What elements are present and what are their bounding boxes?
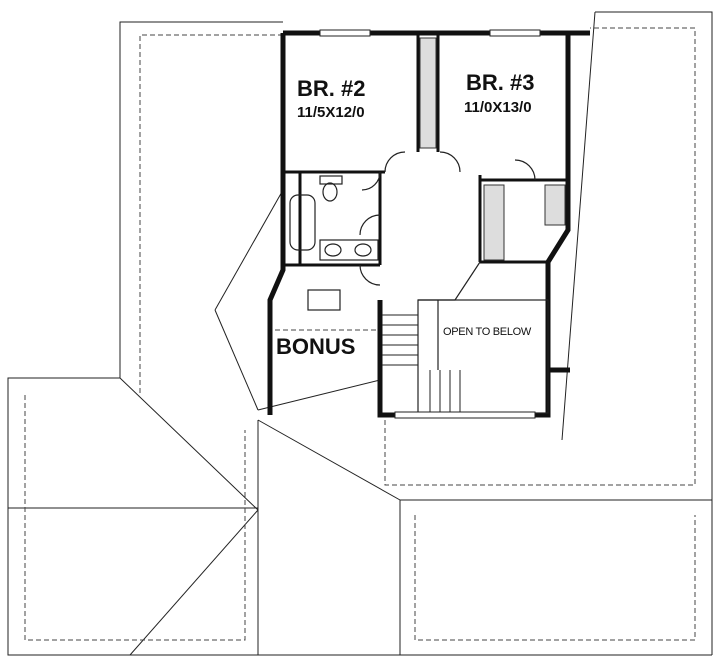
fixtures bbox=[289, 151, 549, 414]
room-name-br3: BR. #3 bbox=[466, 70, 535, 95]
room-name-br2: BR. #2 bbox=[297, 76, 366, 101]
room-dimensions-br3: 11/0X13/0 bbox=[464, 99, 532, 116]
open-to-below-label: OPEN TO BELOW bbox=[443, 326, 531, 338]
windows bbox=[319, 29, 541, 419]
room-name-bonus: BONUS bbox=[276, 334, 356, 359]
stairs bbox=[382, 314, 461, 413]
roof-dashed-lines bbox=[24, 27, 696, 641]
roof-outline bbox=[7, 11, 713, 656]
closet-shelving bbox=[419, 37, 566, 261]
room-dimensions-br2: 11/5X12/0 bbox=[297, 104, 365, 121]
